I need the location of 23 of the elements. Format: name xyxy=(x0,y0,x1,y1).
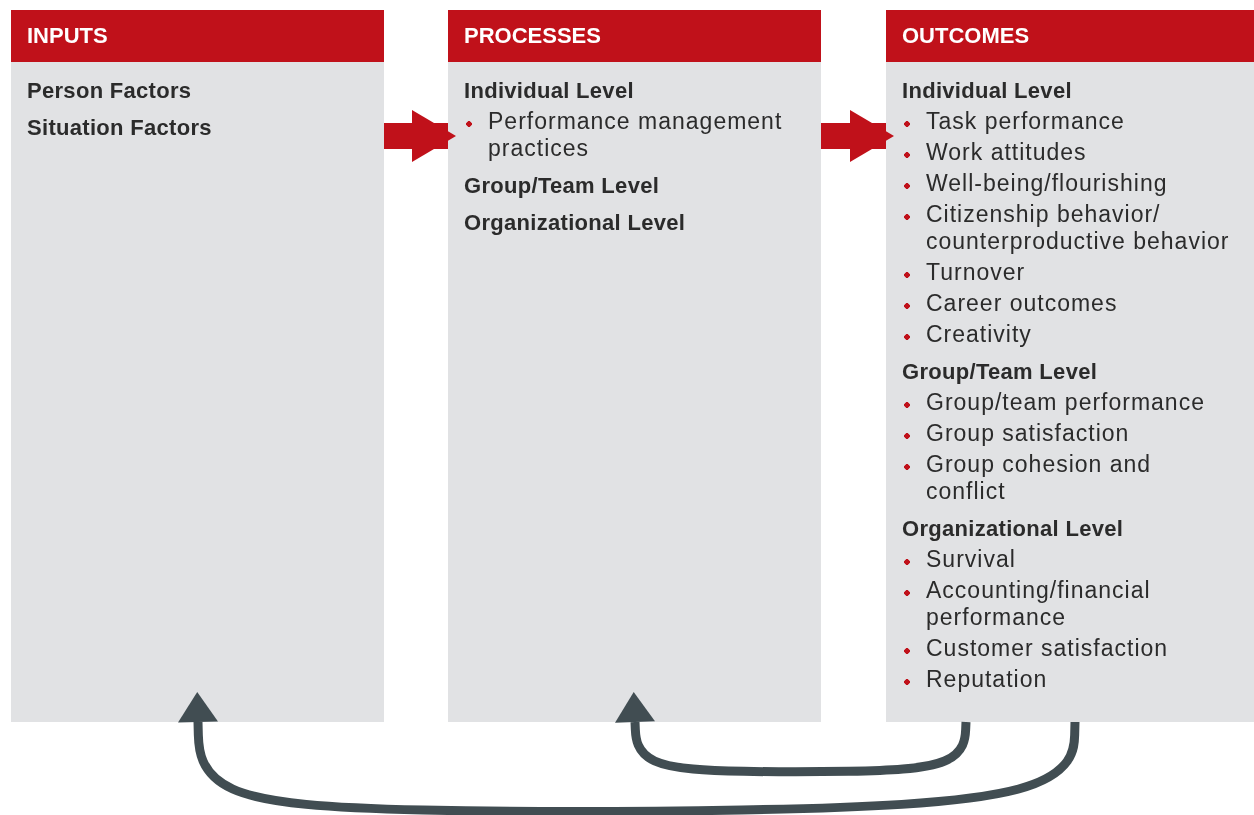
bullet-item: Group/team performance xyxy=(902,389,1205,416)
arrow xyxy=(178,692,1080,815)
level-heading: Organizational Level xyxy=(902,515,1124,542)
level-heading: Individual Level xyxy=(902,77,1072,104)
column-panel xyxy=(448,10,821,722)
bullet-item: Group satisfaction xyxy=(902,420,1130,447)
level-heading: Group/Team Level xyxy=(464,172,660,199)
column-title: PROCESSES xyxy=(464,23,601,49)
level-heading: Individual Level xyxy=(464,77,634,104)
level-heading: Organizational Level xyxy=(464,209,686,236)
bullet-item: Task performance xyxy=(902,108,1125,135)
level-heading: Person Factors xyxy=(27,77,192,104)
column-panel xyxy=(886,10,1254,722)
column-panel xyxy=(11,10,384,722)
level-heading: Group/Team Level xyxy=(902,358,1098,385)
arrow xyxy=(384,110,456,162)
column-title: OUTCOMES xyxy=(902,23,1030,49)
arrow xyxy=(821,110,894,162)
bullet-item: Reputation xyxy=(902,666,1048,693)
bullet-item: Creativity xyxy=(902,321,1032,348)
column-title: INPUTS xyxy=(27,23,108,49)
level-heading: Situation Factors xyxy=(27,114,212,141)
bullet-item: Well-being/flourishing xyxy=(902,170,1168,197)
